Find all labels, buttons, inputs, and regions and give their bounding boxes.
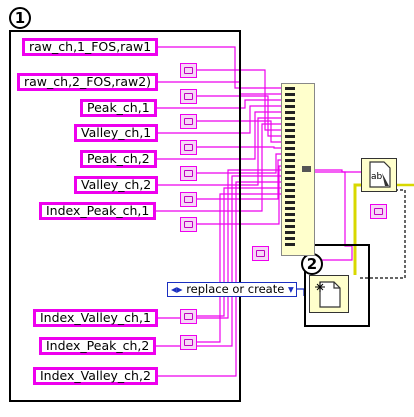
- annotation-box-2: [304, 244, 370, 327]
- operation-enum-control[interactable]: ◂▸ replace or create ▾: [167, 282, 297, 297]
- enum-value: replace or create: [186, 282, 285, 296]
- tag-icon[interactable]: [252, 246, 269, 261]
- tag-icon[interactable]: [180, 114, 197, 129]
- svg-text:ab: ab: [371, 172, 383, 182]
- tag-icon[interactable]: [180, 192, 197, 207]
- string-constant[interactable]: raw_ch,1_FOS,raw1: [22, 38, 159, 56]
- tag-icon[interactable]: [180, 309, 197, 324]
- open-create-file-node[interactable]: [309, 275, 349, 313]
- open-create-file-icon: [315, 281, 341, 308]
- tag-icon[interactable]: [180, 217, 197, 232]
- string-constant[interactable]: Index_Valley_ch,2: [33, 367, 158, 385]
- string-constant[interactable]: Index_Valley_ch,1: [33, 309, 158, 327]
- tag-icon[interactable]: [180, 63, 197, 78]
- tag-icon[interactable]: [180, 89, 197, 104]
- string-constant[interactable]: raw_ch,2_FOS,raw2): [17, 73, 159, 91]
- annotation-marker-1: 1: [9, 7, 31, 29]
- write-text-file-icon: ab: [369, 161, 391, 188]
- tag-icon[interactable]: [370, 204, 387, 219]
- string-constant[interactable]: Valley_ch,2: [74, 176, 159, 194]
- string-constant[interactable]: Valley_ch,1: [74, 124, 159, 142]
- tag-icon[interactable]: [180, 140, 197, 155]
- write-text-file-node[interactable]: ab: [361, 158, 397, 192]
- string-constant[interactable]: Index_Peak_ch,1: [39, 202, 157, 220]
- string-constant[interactable]: Peak_ch,1: [80, 99, 157, 117]
- annotation-box-1: [9, 30, 241, 402]
- chevron-down-icon[interactable]: ▾: [287, 282, 294, 296]
- string-constant[interactable]: Peak_ch,2: [80, 150, 157, 168]
- tag-icon[interactable]: [180, 335, 197, 350]
- bundle-terminals: [285, 87, 311, 246]
- tag-icon[interactable]: [180, 166, 197, 181]
- bundle-node[interactable]: [281, 83, 315, 256]
- enum-increment-icon[interactable]: ◂▸: [171, 282, 183, 296]
- string-constant[interactable]: Index_Peak_ch,2: [39, 337, 157, 355]
